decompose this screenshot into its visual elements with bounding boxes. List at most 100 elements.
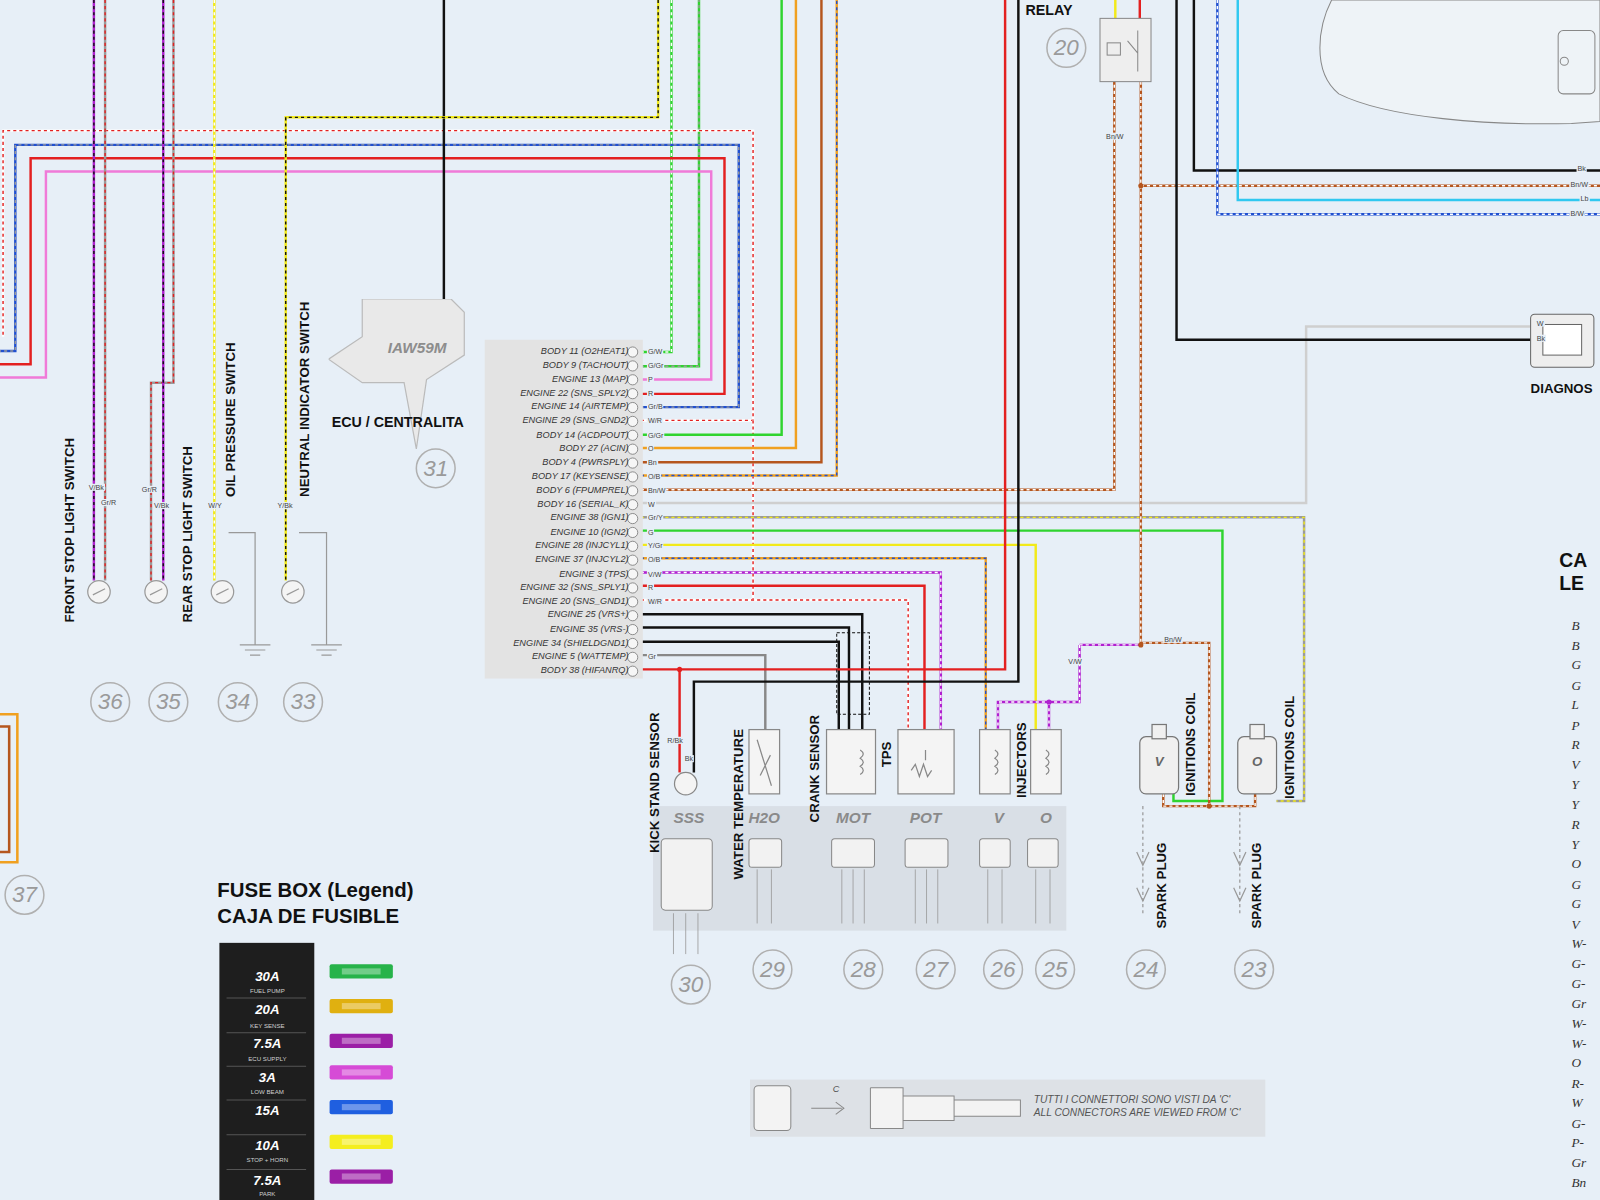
legend-heading: CA (1559, 551, 1587, 570)
callout-number: 23 (1242, 958, 1267, 980)
fuse-circuit: STOP + HORN (247, 1157, 288, 1163)
fuse-blade (342, 968, 381, 974)
callout-circle (916, 950, 955, 989)
cable-legend-code: G- (1571, 1116, 1585, 1129)
cable-legend-code: V (1571, 758, 1579, 771)
wire-code: R (647, 584, 654, 591)
wire-stripe (163, 0, 164, 581)
fuse-blade (342, 1038, 381, 1044)
component-label: WATER TEMPERATURE (732, 729, 745, 880)
wire-code: V/W (1067, 658, 1083, 665)
fuse-circuit: ECU SUPPLY (248, 1056, 286, 1062)
callout-circle (284, 683, 323, 722)
connector-code: V (994, 810, 1004, 825)
fuse-rating: 15A (255, 1104, 279, 1117)
wire-code: Bk (1577, 165, 1587, 172)
ecu-model: IAW59M (388, 340, 447, 355)
ignition-coils-part (1238, 737, 1277, 794)
fuse-swatch (330, 1135, 393, 1149)
wire-code: V/Bk (153, 502, 170, 509)
wire (641, 327, 1531, 504)
fuse-blade (342, 1104, 381, 1110)
wire-code: Bk (684, 755, 694, 762)
wire (641, 628, 849, 730)
wire-code: Bn/W (1105, 133, 1125, 140)
fuse-swatch (330, 1065, 393, 1079)
wire (641, 531, 1223, 801)
wire-code: Bn/W (647, 487, 667, 494)
wire (286, 0, 658, 581)
cable-legend-code: W- (1571, 1036, 1586, 1049)
fuse-box-panel-part (227, 998, 307, 1169)
fuel-pump-relay-part (1128, 31, 1138, 72)
pin-name: ENGINE 34 (SHIELDGND1) (513, 638, 628, 647)
pin-circle (628, 486, 638, 496)
sensor-symbols-part (827, 730, 876, 794)
component-label: CRANK SENSOR (808, 715, 821, 823)
pin-name: BODY 9 (TACHOUT) (543, 361, 629, 370)
fuse-box-panel (219, 943, 314, 1200)
pin-name: ENGINE 38 (IGN1) (550, 513, 628, 522)
cable-legend-code: V (1571, 917, 1579, 930)
cable-legend-code: G- (1571, 977, 1585, 990)
pin-name: BODY 27 (ACIN) (559, 444, 628, 453)
pin-name: ENGINE 3 (TPS) (559, 569, 628, 578)
switch-symbols (88, 533, 342, 655)
pin-name: ENGINE 28 (INJCYL1) (535, 541, 628, 550)
pin-circle (628, 375, 638, 385)
fuse-circuit: LOW BEAM (251, 1089, 284, 1095)
cable-legend-code: B (1571, 618, 1579, 631)
ecu-heading: ECU / CENTRALITA (332, 414, 464, 428)
connector-band-part-part (661, 839, 712, 910)
connector-band-part-part (1028, 839, 1059, 868)
cable-legend-code: G (1571, 897, 1581, 910)
cable-legend-code: R- (1571, 1076, 1584, 1089)
wire-code: G/W (647, 348, 663, 355)
fuse-rating: 3A (259, 1070, 276, 1083)
pin-circle (628, 597, 638, 607)
cable-legend-code: G (1571, 678, 1581, 691)
pin-name: BODY 6 (FPUMPREL) (536, 486, 628, 495)
junction-dots (441, 183, 1212, 809)
callout-number: 28 (851, 958, 876, 980)
connector-band (653, 806, 1066, 954)
pin-circle (628, 555, 638, 565)
component-label: FRONT STOP LIGHT SWITCH (63, 438, 76, 622)
wire (1217, 0, 1600, 214)
connector-band-part-part (749, 839, 782, 868)
callout-circle (149, 683, 188, 722)
note-text: ALL CONNECTORS ARE VIEWED FROM 'C' (1034, 1108, 1241, 1118)
note-text: TUTTI I CONNETTORI SONO VISTI DA 'C' (1034, 1095, 1231, 1105)
wire (1080, 644, 1141, 646)
cable-legend-code: O (1571, 857, 1581, 870)
cable-legend-code: G- (1571, 957, 1585, 970)
wire-stripe (104, 0, 105, 581)
fuse-swatch (330, 1169, 393, 1183)
fuse-swatch (330, 964, 393, 978)
fuse-heading: FUSE BOX (Legend) (217, 880, 413, 900)
diagnostic-connector-part (1531, 314, 1594, 367)
wire (1141, 82, 1209, 806)
fuse-blade (342, 1139, 381, 1145)
connector-code: O (1040, 810, 1052, 825)
wire-code: W (647, 501, 656, 508)
wire-code: O (647, 445, 655, 452)
pin-circle (628, 361, 638, 371)
pin-circle (628, 638, 638, 648)
wire (641, 0, 782, 435)
wire-code: B/W (1569, 210, 1585, 217)
spark-plugs-part (1137, 852, 1246, 901)
note-band: TUTTI I CONNETTORI SONO VISTI DA 'C' ALL … (750, 1080, 1265, 1137)
fuse-blade (342, 1069, 381, 1075)
fuse-blade (342, 1173, 381, 1179)
wire-code: Gr (647, 653, 657, 660)
wire-stripe (641, 0, 837, 476)
connector-band-part-part (905, 839, 948, 868)
pin-name: ENGINE 29 (SNS_GND2) (522, 416, 628, 425)
callout-number: 25 (1043, 958, 1068, 980)
callout-number: 24 (1133, 958, 1158, 980)
wire (641, 82, 1114, 490)
callout-circle (1036, 950, 1075, 989)
wire (641, 0, 837, 476)
